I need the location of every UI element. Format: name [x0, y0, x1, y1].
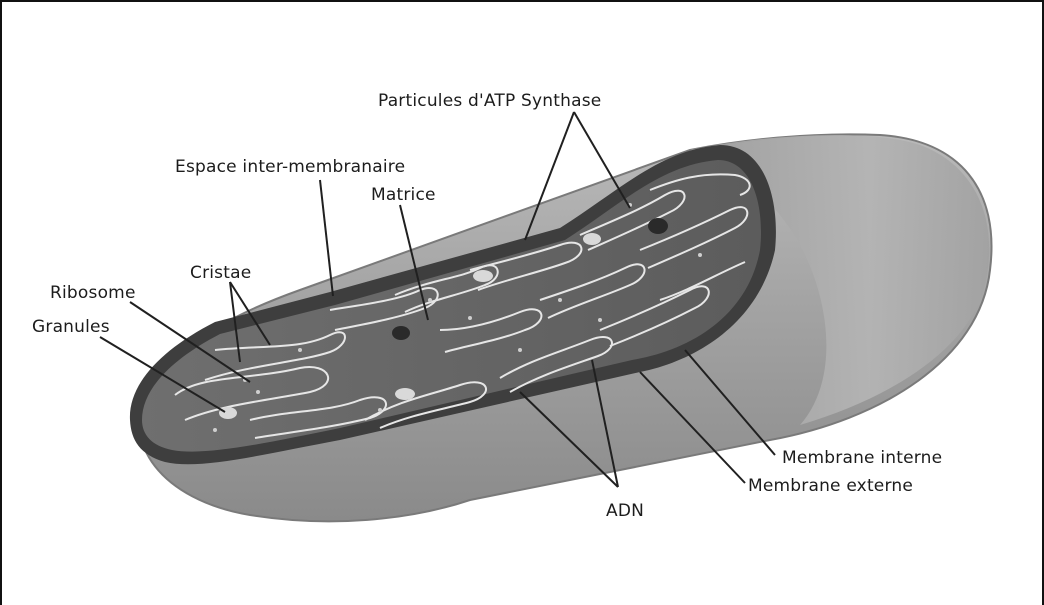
label-dna: ADN	[606, 501, 644, 521]
label-granules: Granules	[32, 317, 110, 337]
label-outer-membrane: Membrane externe	[748, 476, 913, 496]
label-intermembrane-space: Espace inter-membranaire	[175, 157, 405, 177]
label-atp-synthase: Particules d'ATP Synthase	[378, 91, 601, 111]
leader-intermembrane	[320, 180, 333, 296]
label-matrix: Matrice	[371, 185, 436, 205]
label-inner-membrane: Membrane interne	[782, 448, 942, 468]
label-ribosome: Ribosome	[50, 283, 136, 303]
label-cristae: Cristae	[190, 263, 251, 283]
